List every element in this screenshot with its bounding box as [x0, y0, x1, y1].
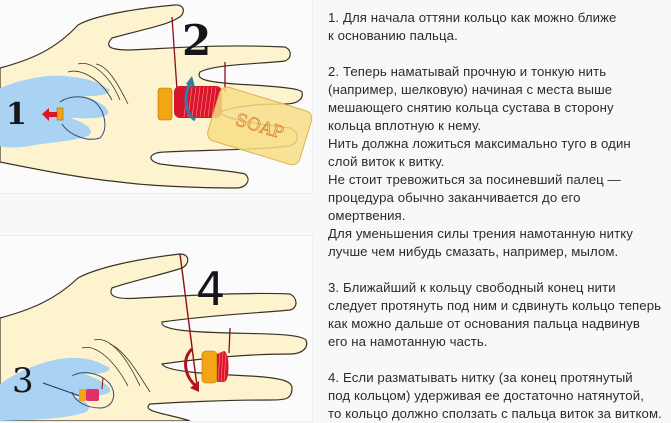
instruction-step-1: 1. Для начала оттяни кольцо как можно бл…	[328, 10, 617, 43]
step-label-1: 1	[6, 97, 27, 132]
thread-coil-small	[86, 389, 99, 401]
soap-bar: SOAP	[207, 86, 312, 166]
pull-arrow-icon	[42, 108, 57, 121]
ring-step2	[157, 87, 173, 121]
step-label-4: 4	[196, 262, 226, 316]
instruction-step-2: 2. Теперь наматывай прочную и тонкую нит…	[328, 64, 633, 259]
ring-step1	[56, 107, 64, 121]
illustration-steps-1-2: SOAP 1 2	[0, 0, 313, 194]
thread-pull-line	[179, 253, 198, 387]
step-label-2: 2	[182, 16, 212, 65]
instruction-step-3: 3. Ближайший к кольцу свободный конец ни…	[328, 280, 662, 349]
swelling-area	[0, 357, 111, 421]
ring-step3	[79, 389, 86, 401]
step-label-3: 3	[12, 361, 34, 401]
slide-arrow-icon	[184, 347, 198, 388]
hand-illustration-top: SOAP	[0, 4, 312, 189]
illustration-steps-3-4: 3 4	[0, 235, 313, 422]
instructions-text: 1. Для начала оттяни кольцо как можно бл…	[328, 9, 668, 423]
thread-end	[42, 382, 81, 397]
instruction-step-4: 4. Если разматывать нитку (за конец прот…	[328, 370, 662, 421]
ring-step4	[201, 350, 218, 384]
thread-end	[171, 16, 178, 91]
swelling-area	[0, 75, 110, 148]
hand-illustration-bottom	[0, 253, 308, 421]
wind-arrow-icon	[184, 81, 196, 122]
